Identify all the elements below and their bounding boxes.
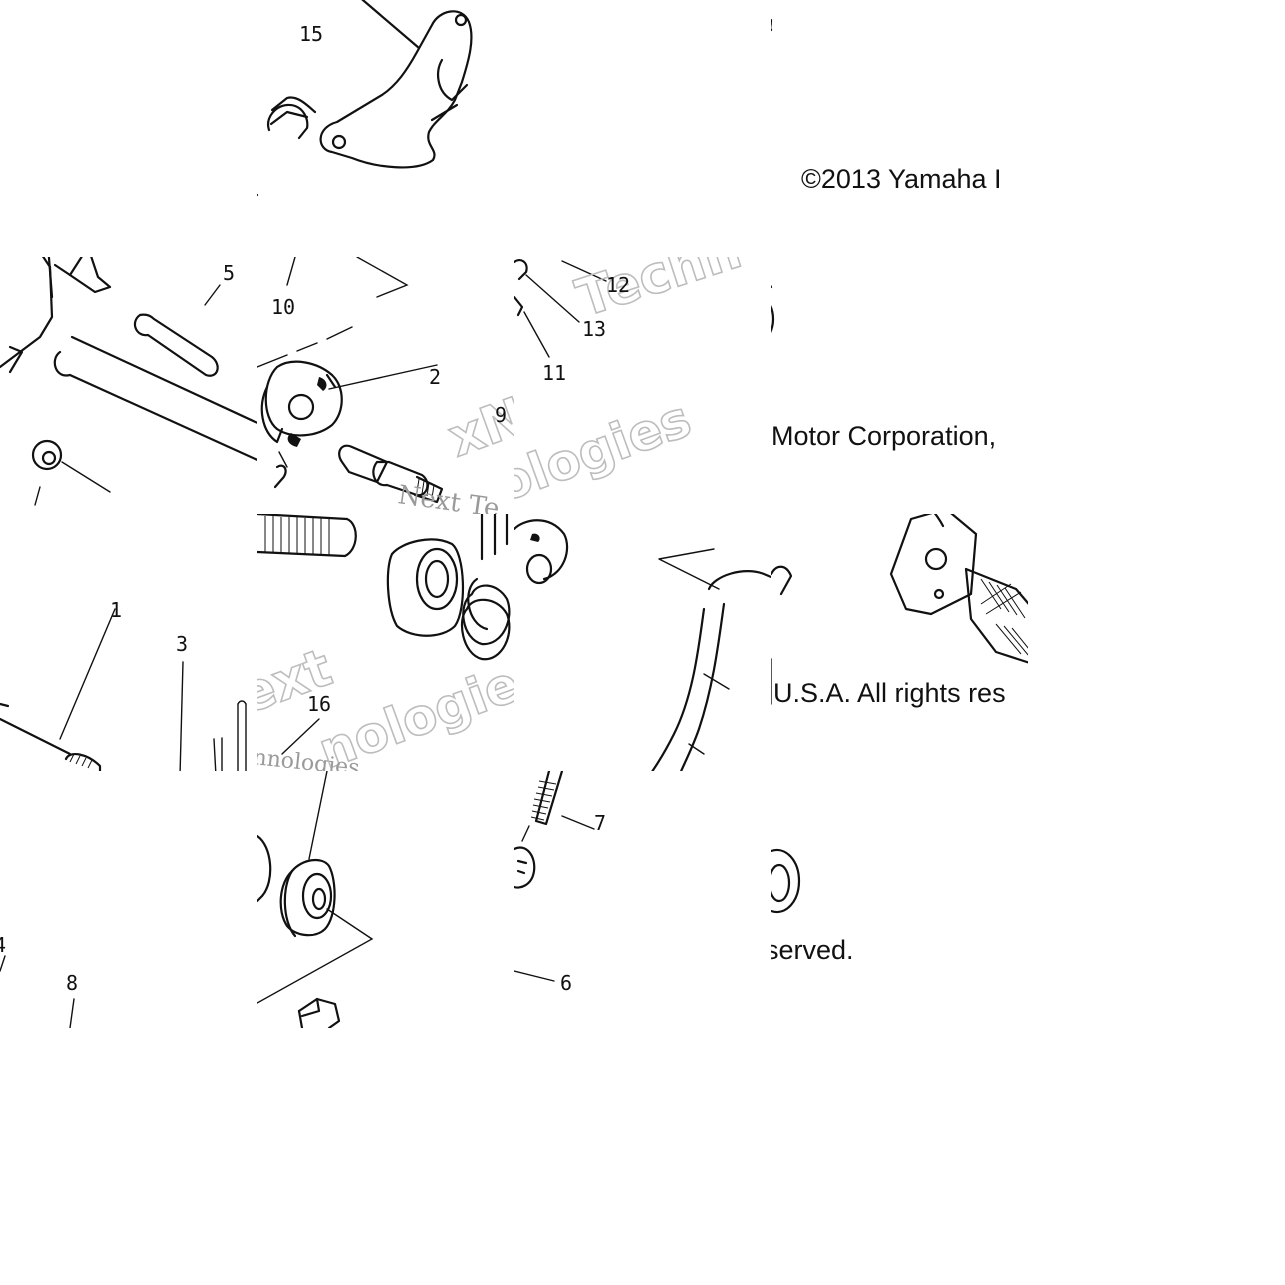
watermark-fragment: Next Te <box>396 480 501 514</box>
copyright-line-2: Motor Corporation, <box>771 421 997 451</box>
collar-spring-drawing <box>257 514 511 755</box>
tile-pedal-arm <box>514 514 771 771</box>
pedal-top-drawing <box>771 18 773 32</box>
tile-collar-spring: ext nologies nnologies 16 <box>257 514 514 771</box>
copyright-line-4: served. <box>771 935 854 965</box>
foot-peg-drawing <box>771 514 1028 705</box>
callout-3: 3 <box>176 632 189 656</box>
tile-callouts-4-8: 4 8 <box>0 771 257 1028</box>
lever-eye-drawing <box>771 285 775 334</box>
tile-empty <box>1028 1028 1285 1285</box>
callout-1: 1 <box>110 598 123 622</box>
shaft-lower-drawing <box>0 608 247 771</box>
tile-collar-nut <box>257 771 514 1028</box>
callout-5: 5 <box>223 261 236 285</box>
tile-foot-peg: U.S.A. All rights res <box>771 514 1028 771</box>
tile-adjuster: 7 6 <box>514 771 771 1028</box>
tile-pedal-bracket <box>514 0 771 257</box>
adjuster-drawing <box>514 771 595 982</box>
tile-empty <box>771 1028 1028 1285</box>
tile-empty <box>514 1028 771 1285</box>
tile-empty <box>1028 771 1285 1028</box>
callout-13: 13 <box>582 317 607 341</box>
callout-12: 12 <box>606 273 631 297</box>
callout-2: 2 <box>429 365 442 389</box>
callout-7: 7 <box>594 811 607 835</box>
tile-shift-shaft: 14 5 <box>0 257 257 514</box>
callout-16: 16 <box>307 692 332 716</box>
watermark-layer: xNe Next Te <box>396 374 514 514</box>
callout-8: 8 <box>66 971 79 995</box>
tile-shaft-lower: 1 3 <box>0 514 257 771</box>
tile-empty <box>1028 257 1285 514</box>
shift-bracket-drawing <box>257 0 473 197</box>
tile-pedal-top: ©2013 Yamaha I <box>771 0 1028 257</box>
copyright-line-1: ©2013 Yamaha I <box>801 164 1002 194</box>
watermark-layer: ext nologies nnologies <box>257 637 514 771</box>
callout-10: 10 <box>271 295 296 319</box>
pedal-boss-drawing <box>771 848 801 914</box>
tile-empty <box>0 0 257 257</box>
watermark-layer: Techn ologies <box>514 257 749 514</box>
tile-pedal-boss: served. <box>771 771 1028 1028</box>
callout-4: 4 <box>0 933 7 957</box>
callout-11: 11 <box>542 361 567 385</box>
pedal-arm-drawing <box>514 519 771 771</box>
tile-empty <box>257 1028 514 1285</box>
watermark-fragment: nologies <box>311 644 514 771</box>
callout-leaders <box>0 955 75 1028</box>
tile-collar-bolt: xNe Next Te 10 2 9 <box>257 257 514 514</box>
callout-9: 9 <box>495 403 508 427</box>
collar-bolt-drawing <box>257 257 444 504</box>
tile-empty <box>1028 514 1285 771</box>
shift-shaft-drawing <box>0 257 257 506</box>
tile-empty <box>1028 0 1285 257</box>
tile-stopper-clip: Techn ologies 12 13 11 <box>514 257 771 514</box>
collar-nut-drawing <box>257 771 374 1028</box>
callout-6: 6 <box>560 971 573 995</box>
pedal-bracket-drawing <box>514 0 771 257</box>
callout-15: 15 <box>299 22 324 46</box>
stopper-clip-drawing <box>514 258 607 358</box>
watermark-fragment: ologies <box>514 390 698 514</box>
copyright-line-3: U.S.A. All rights res <box>773 678 1006 708</box>
tile-lever-eye: Motor Corporation, <box>771 257 1028 514</box>
tile-empty <box>0 1028 257 1285</box>
tile-shift-lever-bracket: 15 <box>257 0 514 257</box>
